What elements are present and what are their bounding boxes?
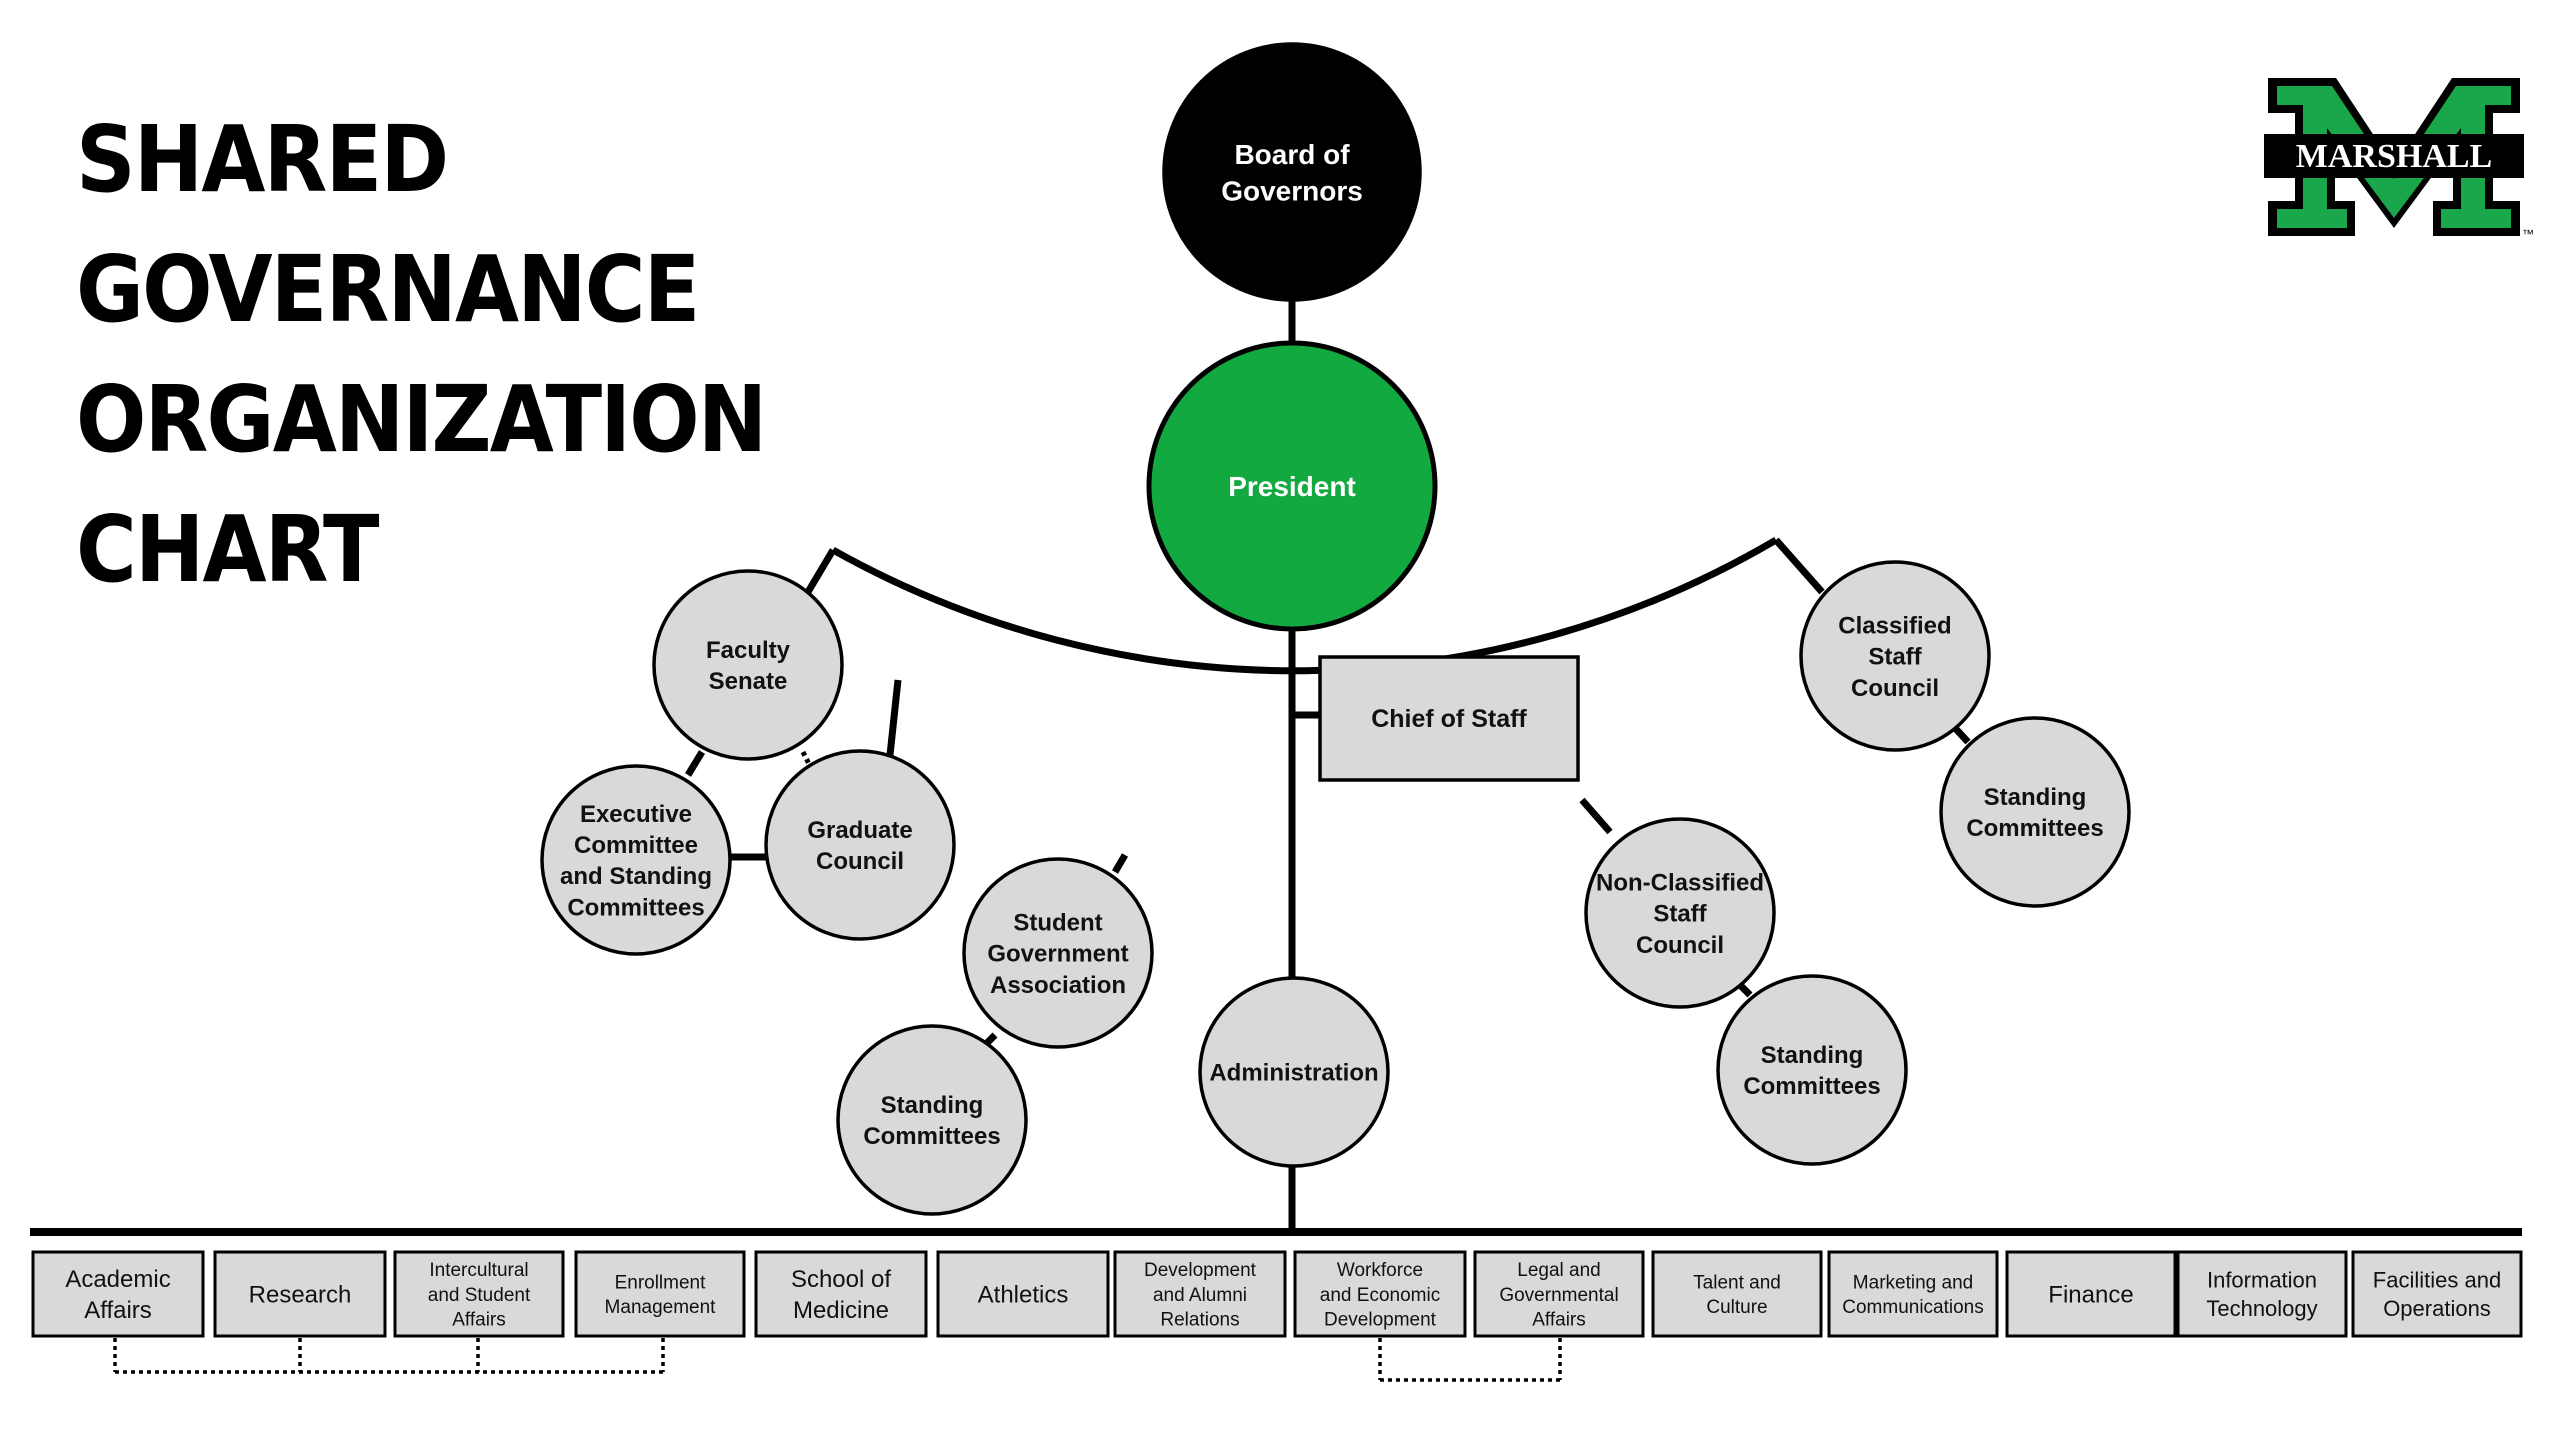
classified-standing-line [1952, 725, 1971, 745]
department-box: Athletics [936, 1250, 1110, 1338]
title-line-2: GOVERNANCE [76, 236, 700, 343]
marshall-logo: MARSHALL ™ [2264, 78, 2534, 241]
title-line-3: ORGANIZATION [76, 366, 767, 473]
node-label: Athletics [978, 1282, 1069, 1309]
arc-faculty-senate-line [804, 548, 837, 594]
arc-classified-staff-line [1773, 537, 1825, 595]
department-box: Research [213, 1250, 387, 1338]
trademark-symbol: ™ [2522, 227, 2534, 241]
department-box: Finance [2005, 1250, 2177, 1338]
logo-wordmark: MARSHALL [2296, 138, 2492, 175]
academic-group-bracket [113, 1338, 665, 1374]
title-line-4: CHART [76, 496, 379, 603]
title-line-1: SHARED [76, 106, 449, 213]
marshall-logo-mark: MARSHALL ™ [2264, 78, 2534, 241]
node-label: President [1228, 471, 1356, 502]
senate-executive-line [685, 750, 705, 777]
administration-node: Administration [1198, 976, 1390, 1168]
arc-nonclassified-line [1579, 797, 1613, 835]
node-label: Research [249, 1282, 352, 1309]
governance-arc [831, 536, 1778, 675]
workforce-legal-bracket [1378, 1338, 1562, 1382]
chief-of-staff-node: Chief of Staff [1318, 655, 1580, 782]
node-label: Finance [2048, 1282, 2133, 1309]
president-node: President [1146, 340, 1438, 632]
chart-title: SHARED GOVERNANCE ORGANIZATION CHART [76, 95, 842, 615]
node-label: Administration [1209, 1060, 1378, 1087]
arc-sga-line [1111, 853, 1129, 874]
arc-graduate-council-line [886, 679, 902, 756]
node-label: Chief of Staff [1371, 705, 1527, 733]
